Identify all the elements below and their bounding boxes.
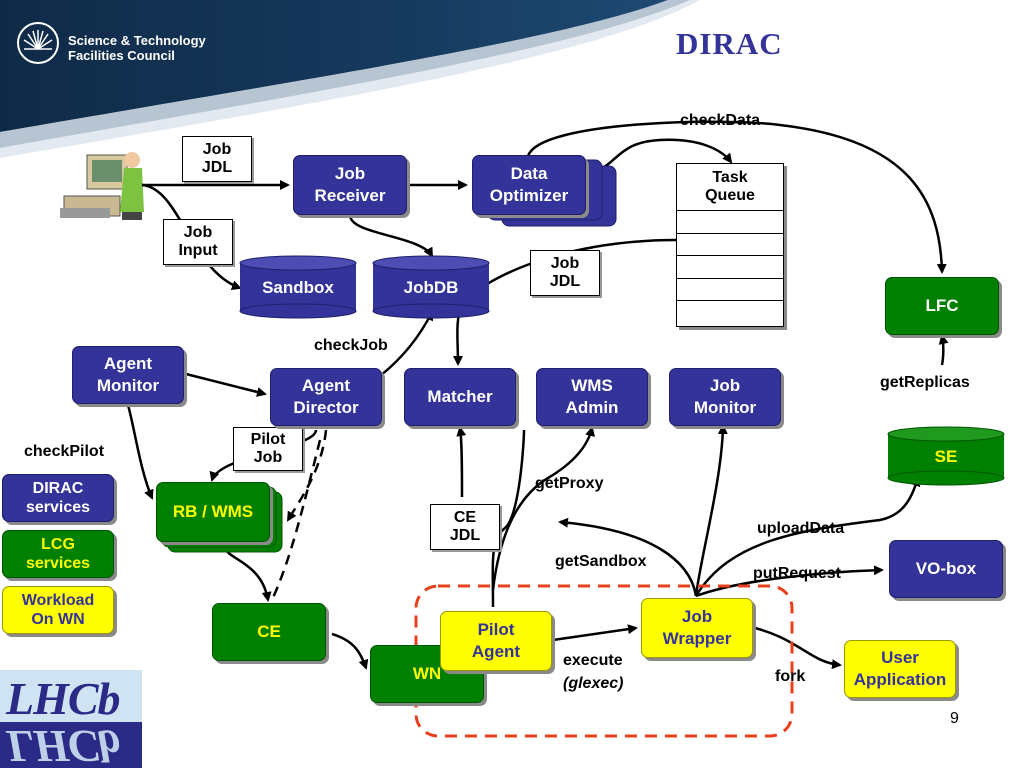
stfc-logo-icon xyxy=(17,22,59,64)
job-jdl-note-top: Job JDL xyxy=(182,136,252,182)
task-queue-slot xyxy=(677,256,783,279)
user-at-computer-icon xyxy=(60,152,144,220)
job-jdl-note-mid: Job JDL xyxy=(530,250,600,296)
user-application-node[interactable]: User Application xyxy=(844,640,956,698)
task-queue-slot xyxy=(677,279,783,302)
header-banner xyxy=(0,0,700,158)
data-optimizer-node[interactable]: Data Optimizer xyxy=(472,155,586,215)
se-cylinder-shape xyxy=(887,426,1005,486)
glexec-label: (glexec) xyxy=(563,675,624,692)
put-request-label: putRequest xyxy=(753,565,841,582)
se-label: SE xyxy=(934,447,958,466)
pilot-agent-node[interactable]: Pilot Agent xyxy=(440,611,552,671)
dashed-arrows xyxy=(270,429,328,601)
jobdb-cylinder-shape xyxy=(372,255,490,319)
execute-label: execute xyxy=(563,652,623,669)
sandbox-node[interactable]: Sandbox xyxy=(240,263,356,311)
legend-lcg-services: LCG services xyxy=(2,530,114,578)
legend-workload-on-wn: Workload On WN xyxy=(2,586,114,634)
agent-director-node[interactable]: Agent Director xyxy=(270,368,382,426)
sandbox-cylinder-shape xyxy=(239,255,357,319)
legend-dirac-services: DIRAC services xyxy=(2,474,114,522)
org-name: Science & Technology Facilities Council xyxy=(68,33,206,63)
page-number: 9 xyxy=(950,710,959,727)
jobdb-node[interactable]: JobDB xyxy=(373,263,489,311)
task-queue-slot xyxy=(677,211,783,234)
task-queue-node[interactable]: Task Queue xyxy=(676,163,784,327)
pilot-job-note: Pilot Job xyxy=(233,427,303,471)
get-sandbox-label: getSandbox xyxy=(555,553,647,570)
job-receiver-node[interactable]: Job Receiver xyxy=(293,155,407,215)
lhcb-logo-band xyxy=(0,670,142,722)
ce-jdl-note: CE JDL xyxy=(430,504,500,550)
se-node[interactable]: SE xyxy=(888,434,1004,478)
ce-node[interactable]: CE xyxy=(212,603,326,661)
job-input-note: Job Input xyxy=(163,219,233,265)
job-wrapper-node[interactable]: Job Wrapper xyxy=(641,598,753,658)
task-queue-slot xyxy=(677,234,783,257)
sandbox-label: Sandbox xyxy=(262,278,334,297)
get-replicas-label: getReplicas xyxy=(880,374,970,391)
task-queue-label: Task Queue xyxy=(677,164,783,211)
rb-wms-node[interactable]: RB / WMS xyxy=(156,482,270,542)
lhcb-logo-reflection: LHCb xyxy=(6,721,120,768)
matcher-node[interactable]: Matcher xyxy=(404,368,516,426)
get-proxy-label: getProxy xyxy=(535,475,604,492)
fork-label: fork xyxy=(775,668,806,685)
check-data-label: checkData xyxy=(680,112,761,129)
lhcb-logo: LHCb LHCb xyxy=(0,670,142,768)
upload-data-label: uploadData xyxy=(757,520,845,537)
jobdb-label: JobDB xyxy=(403,278,459,297)
task-queue-slot xyxy=(677,301,783,324)
lhcb-logo-text: LHCb xyxy=(6,673,121,724)
job-monitor-node[interactable]: Job Monitor xyxy=(669,368,781,426)
agent-monitor-node[interactable]: Agent Monitor xyxy=(72,346,184,404)
check-pilot-label: checkPilot xyxy=(24,443,105,460)
vo-box-node[interactable]: VO-box xyxy=(889,540,1003,598)
check-job-label: checkJob xyxy=(314,337,388,354)
lfc-node[interactable]: LFC xyxy=(885,277,999,335)
slide-title: DIRAC xyxy=(676,26,783,61)
wms-admin-node[interactable]: WMS Admin xyxy=(536,368,648,426)
